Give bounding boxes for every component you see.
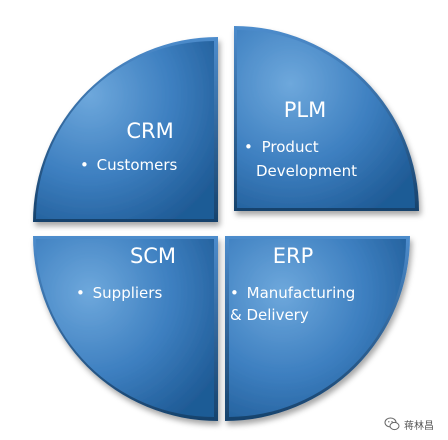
- quadrant-scm-title: SCM: [130, 244, 176, 268]
- quadrant-scm: [33, 236, 218, 421]
- quadrant-erp: [225, 236, 410, 421]
- wechat-icon: [384, 417, 400, 431]
- quadrant-erp-line-2: & Delivery: [230, 306, 309, 324]
- quadrant-erp-title: ERP: [273, 244, 314, 268]
- quadrant-crm: [33, 37, 218, 222]
- watermark-text: 蒋林昌: [404, 420, 434, 432]
- watermark: 蒋林昌: [384, 416, 434, 432]
- quadrant-plm-bullet: • Product: [244, 138, 319, 156]
- quadrant-plm: [234, 26, 419, 211]
- quadrant-erp-bullet: • Manufacturing: [230, 284, 355, 302]
- quadrant-plm-title: PLM: [284, 98, 326, 122]
- quadrant-crm-title: CRM: [126, 119, 173, 143]
- quadrant-scm-bullet: • Suppliers: [76, 284, 162, 302]
- quadrant-plm-line-2: Development: [256, 162, 357, 180]
- quadrant-crm-bullet: • Customers: [80, 156, 178, 174]
